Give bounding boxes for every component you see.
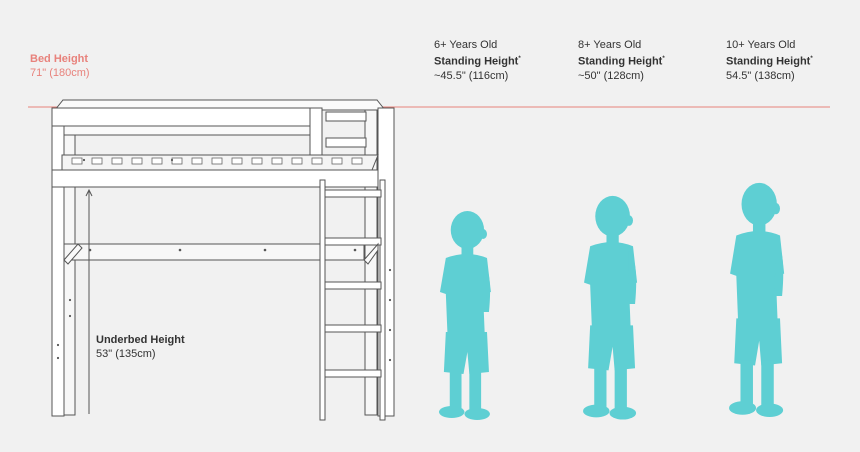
kid-label-10: 10+ Years Old Standing Height* 54.5" (13… bbox=[726, 38, 813, 83]
underbed-height-title: Underbed Height bbox=[96, 334, 185, 346]
underbed-height-label: Underbed Height 53" (135cm) bbox=[96, 333, 185, 361]
kid-age: 10+ Years Old bbox=[726, 39, 796, 51]
underbed-height-value: 53" (135cm) bbox=[96, 348, 156, 360]
kid-label-6: 6+ Years Old Standing Height* ~45.5" (11… bbox=[434, 38, 521, 83]
kid-label-8: 8+ Years Old Standing Height* ~50" (128c… bbox=[578, 38, 665, 83]
kid-standing-value: 54.5" (138cm) bbox=[726, 69, 795, 82]
kid-age: 8+ Years Old bbox=[578, 39, 642, 51]
kid-standing-value: ~50" (128cm) bbox=[578, 69, 644, 82]
child-silhouette-8 bbox=[583, 195, 638, 420]
child-silhouette-10 bbox=[729, 182, 785, 417]
bed-height-value: 71" (180cm) bbox=[30, 67, 90, 79]
kid-standing-title: Standing Height* bbox=[726, 55, 813, 68]
kid-standing-title: Standing Height* bbox=[578, 55, 665, 68]
bed-height-title: Bed Height bbox=[30, 53, 89, 65]
kid-age: 6+ Years Old bbox=[434, 39, 498, 51]
kid-standing-title: Standing Height* bbox=[434, 55, 521, 68]
bed-height-label: Bed Height 71" (180cm) bbox=[30, 52, 90, 80]
child-silhouette-6 bbox=[438, 211, 491, 420]
kid-standing-value: ~45.5" (116cm) bbox=[434, 69, 509, 82]
